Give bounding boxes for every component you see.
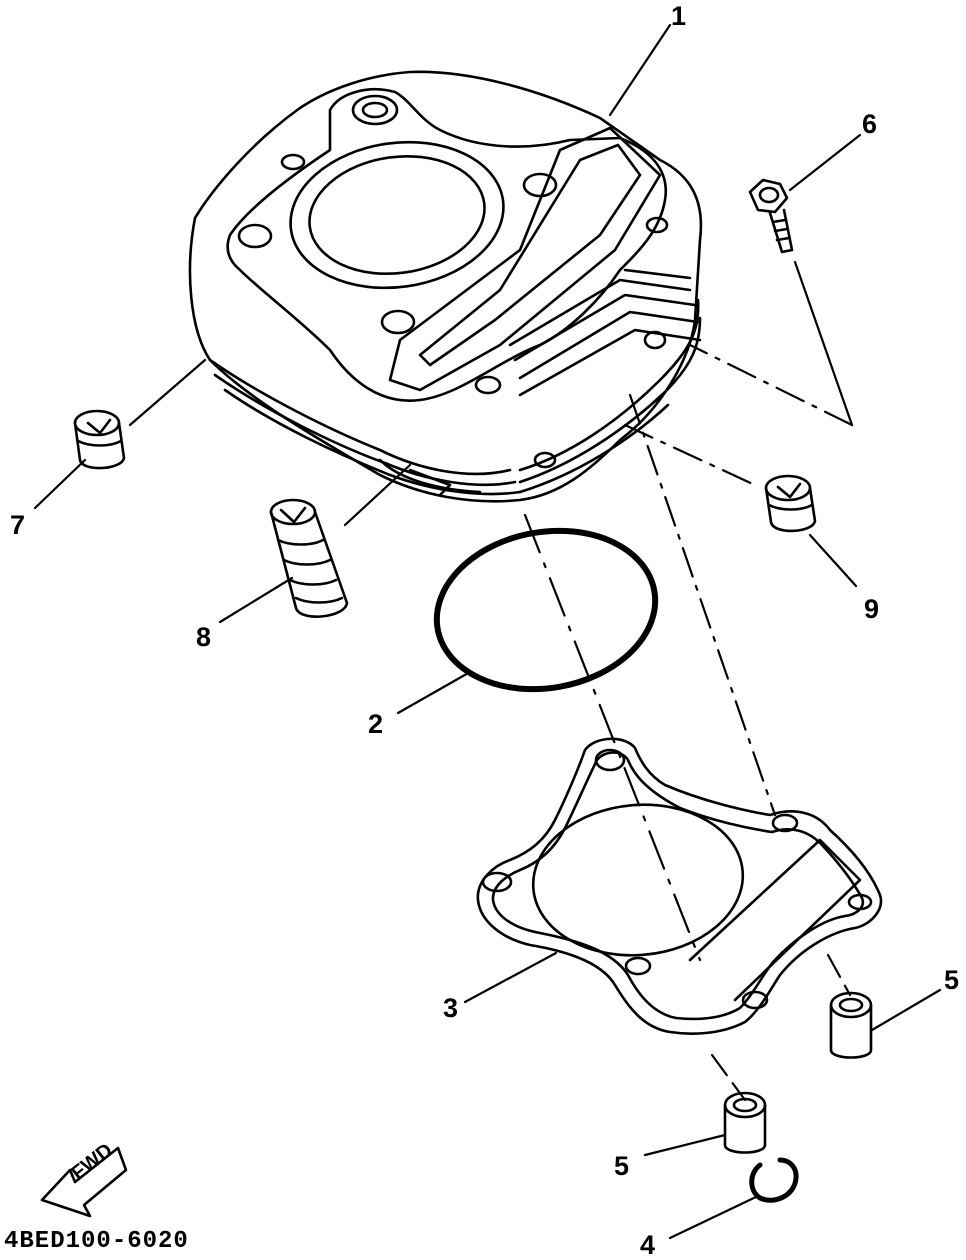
dowel-part-upper: [829, 991, 873, 1059]
forward-arrow-icon: [40, 1146, 128, 1218]
callout-7: 7: [10, 510, 26, 540]
callout-8: 8: [196, 622, 212, 652]
plug-part-7: [73, 409, 126, 470]
callout-6: 6: [862, 109, 878, 139]
clip-part: [749, 1157, 799, 1203]
drawing-code: 4BED100-6020: [4, 1228, 189, 1255]
plug-part-9: [764, 474, 817, 533]
gasket-part: [476, 737, 883, 1035]
bolt-part: [748, 178, 794, 254]
plug-part-8: [269, 498, 349, 618]
callout-2: 2: [368, 709, 384, 739]
cylinder-part: [188, 70, 703, 503]
dowel-part-lower: [723, 1091, 767, 1154]
leader-lines: [33, 23, 942, 1240]
callout-5-upper: 5: [944, 965, 960, 995]
callout-3: 3: [443, 993, 459, 1023]
callout-4: 4: [640, 1230, 656, 1260]
callout-9: 9: [864, 594, 880, 624]
callout-1: 1: [671, 1, 687, 31]
callout-5-lower: 5: [614, 1151, 630, 1181]
